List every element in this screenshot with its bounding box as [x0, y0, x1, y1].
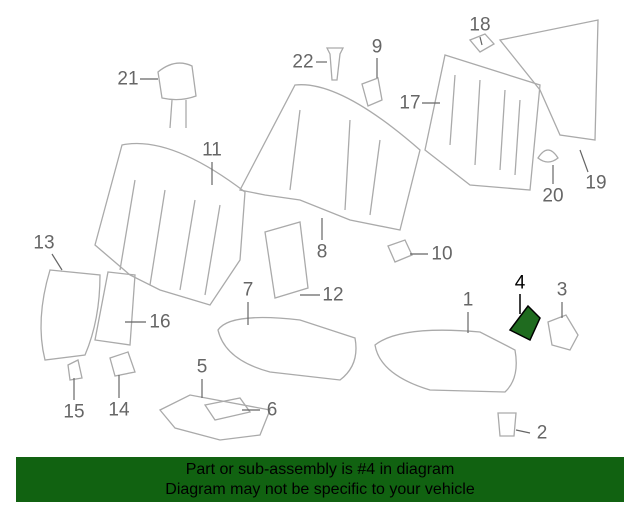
part-21-headrest	[157, 62, 197, 129]
part-11-seatback	[94, 142, 246, 306]
part-9-clip	[361, 77, 383, 107]
part-7-cushion	[217, 316, 357, 381]
callout-6[interactable]: 6	[266, 399, 278, 421]
callout-2[interactable]: 2	[536, 422, 548, 444]
callout-18[interactable]: 18	[469, 14, 491, 36]
callout-7[interactable]: 7	[242, 279, 254, 301]
part-14-bracket	[109, 351, 136, 377]
callout-11[interactable]: 11	[202, 139, 222, 161]
part-2-clip	[497, 412, 517, 437]
callout-19[interactable]: 19	[585, 172, 607, 194]
callout-10[interactable]: 10	[431, 243, 453, 265]
callout-21[interactable]: 21	[117, 68, 139, 90]
leader-lines	[51, 36, 589, 434]
part-8-seatback	[239, 84, 421, 231]
part-5-mat	[158, 394, 271, 441]
banner-line-2: Diagram may not be specific to your vehi…	[165, 481, 475, 498]
part-4-switch-highlighted[interactable]	[508, 304, 541, 342]
callout-3[interactable]: 3	[556, 279, 568, 301]
part-20-cap	[537, 149, 559, 163]
callout-16[interactable]: 16	[149, 311, 171, 333]
part-17-frame	[424, 54, 541, 191]
part-6-sensor	[203, 397, 252, 421]
part-13-side-bolster	[40, 269, 101, 361]
part-15-clip	[67, 359, 83, 381]
callout-17[interactable]: 17	[399, 92, 421, 114]
info-banner: Part or sub-assembly is #4 in diagram Di…	[16, 457, 624, 502]
part-12-pad	[264, 221, 309, 299]
part-3-bracket	[547, 314, 579, 351]
callout-13[interactable]: 13	[33, 232, 55, 254]
part-19-panel	[498, 19, 599, 141]
callout-8[interactable]: 8	[316, 241, 328, 263]
callout-9[interactable]: 9	[371, 36, 383, 58]
part-22-bolt	[325, 47, 345, 81]
callout-22[interactable]: 22	[292, 51, 314, 73]
part-10-bracket	[387, 239, 413, 263]
part-1-cushion	[374, 329, 517, 393]
callout-20[interactable]: 20	[542, 185, 564, 207]
callout-1[interactable]: 1	[462, 289, 474, 311]
callout-15[interactable]: 15	[63, 401, 85, 423]
banner-line-1: Part or sub-assembly is #4 in diagram	[185, 461, 455, 478]
callout-14[interactable]: 14	[108, 399, 130, 421]
part-16-frame	[94, 271, 136, 346]
part-18-clip	[468, 33, 496, 53]
callout-4[interactable]: 4	[514, 272, 526, 294]
callout-12[interactable]: 12	[322, 284, 344, 306]
callout-5[interactable]: 5	[196, 356, 208, 378]
